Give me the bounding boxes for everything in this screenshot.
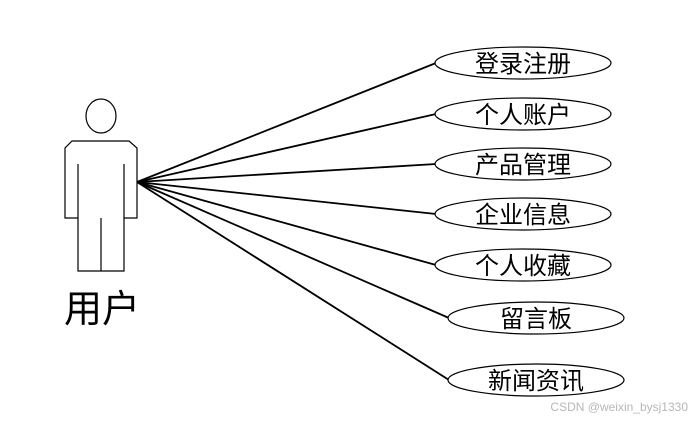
use-case-label: 登录注册 (475, 50, 571, 78)
association-line-personal-favorites (136, 181, 437, 266)
association-lines (136, 62, 450, 381)
actor-figure (64, 98, 138, 272)
use-case-label: 企业信息 (475, 201, 571, 229)
association-line-product-management (136, 163, 437, 183)
association-line-enterprise-info (136, 181, 437, 215)
use-case-label: 新闻资讯 (488, 367, 584, 395)
use-case-ellipse (434, 248, 612, 282)
use-case-label: 留言板 (500, 305, 572, 333)
association-line-personal-account (136, 113, 437, 183)
association-line-login-register (136, 62, 437, 183)
actor-body (64, 140, 138, 272)
use-case-label: 产品管理 (475, 151, 571, 179)
use-case-ellipse (447, 301, 625, 335)
use-case-label: 个人收藏 (475, 252, 571, 280)
use-case-ellipse (434, 97, 612, 131)
use-case-label: 个人账户 (475, 101, 571, 129)
watermark: CSDN @weixin_bysj1330 (550, 400, 688, 414)
association-line-message-board (136, 181, 450, 319)
use-case-personal-account: 个人账户 (434, 97, 612, 131)
use-case-login-register: 登录注册 (434, 46, 612, 80)
use-case-ellipse (434, 197, 612, 231)
use-case-ellipse (434, 147, 612, 181)
use-case-ellipse (447, 363, 625, 397)
association-line-news-info (136, 181, 450, 381)
use-case-ellipse (434, 46, 612, 80)
actor-head (85, 98, 117, 134)
use-case-message-board: 留言板 (447, 301, 625, 335)
use-case-product-management: 产品管理 (434, 147, 612, 181)
use-case-enterprise-info: 企业信息 (434, 197, 612, 231)
use-case-news-info: 新闻资讯 (447, 363, 625, 397)
use-case-personal-favorites: 个人收藏 (434, 248, 612, 282)
actor-label: 用户 (64, 287, 140, 331)
